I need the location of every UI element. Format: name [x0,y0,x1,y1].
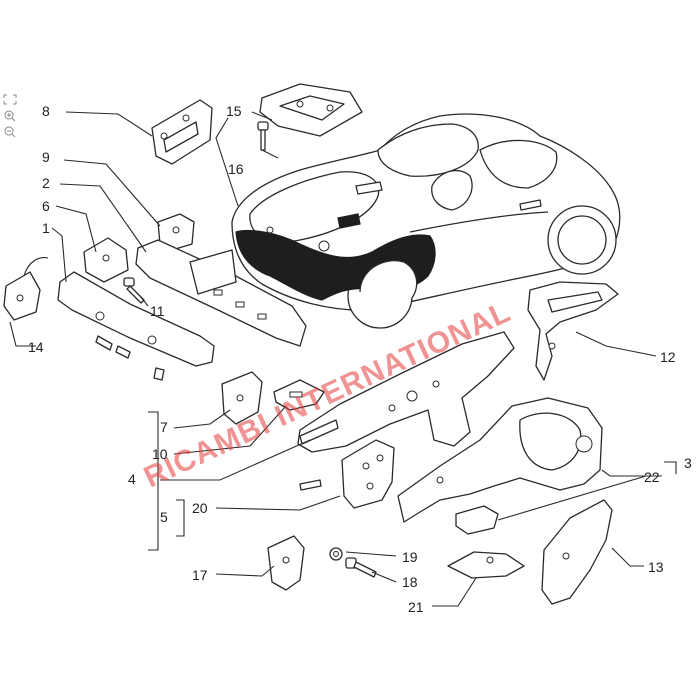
car-door-line [409,211,549,233]
callout-labels: 8 15 16 9 2 6 1 11 14 12 7 10 4 22 3 5 2… [28,103,692,615]
callout-10: 10 [152,446,168,462]
car-seat [431,169,473,211]
viewer-toolbar [3,94,17,138]
callout-14: 14 [28,339,44,355]
part-18-bolt [345,557,377,578]
callout-20: 20 [192,500,208,516]
callout-19: 19 [402,549,418,565]
zoom-out-icon[interactable] [4,126,16,138]
side-vent [355,181,383,195]
callout-21: 21 [408,599,424,615]
part-19-nut [329,547,343,561]
callout-13: 13 [648,559,664,575]
callout-4: 4 [128,471,136,487]
part-15-bracket [259,83,363,137]
part-2-crossmember [135,239,307,347]
callout-9: 9 [42,149,50,165]
part-10-plate [273,379,325,411]
bonnet-latch [337,213,361,229]
part-8-bracket [151,99,213,165]
part-1-bumper-beam [57,271,215,381]
part-3-wheelhouse [397,397,603,523]
part-12-bracket [527,281,619,381]
part-20-plate [299,439,395,509]
part-22-block [455,505,499,535]
callout-17: 17 [192,567,208,583]
leader-lines [9,111,677,607]
callout-16: 16 [228,161,244,177]
zoom-in-icon[interactable] [4,110,16,122]
callout-1: 1 [42,220,50,236]
callout-7: 7 [160,419,168,435]
rear-wheel-hub [557,215,607,265]
car-body [231,113,621,329]
callout-8: 8 [42,103,50,119]
part-14-bracket [3,257,49,321]
car-door-handle [519,199,542,211]
callout-12: 12 [660,349,676,365]
part-16-bolt [257,121,269,151]
part-17-bracket [267,535,305,591]
fullscreen-icon[interactable] [3,94,17,105]
callout-6: 6 [42,198,50,214]
part-6-bracket [83,237,129,283]
callout-3: 3 [684,455,692,471]
callout-15: 15 [226,103,242,119]
part-21-bracket [447,551,525,579]
wheel-arch-cut [359,260,418,299]
part-11-bolt [123,277,145,304]
callout-18: 18 [402,574,418,590]
callout-11: 11 [150,303,165,319]
callout-2: 2 [42,175,50,191]
car-windshield [377,123,479,177]
callout-22: 22 [644,469,660,485]
car-rear-deck [479,139,558,189]
part-13-panel [541,499,613,605]
part-4-chassis-rail [297,331,515,453]
callout-5: 5 [160,509,168,525]
